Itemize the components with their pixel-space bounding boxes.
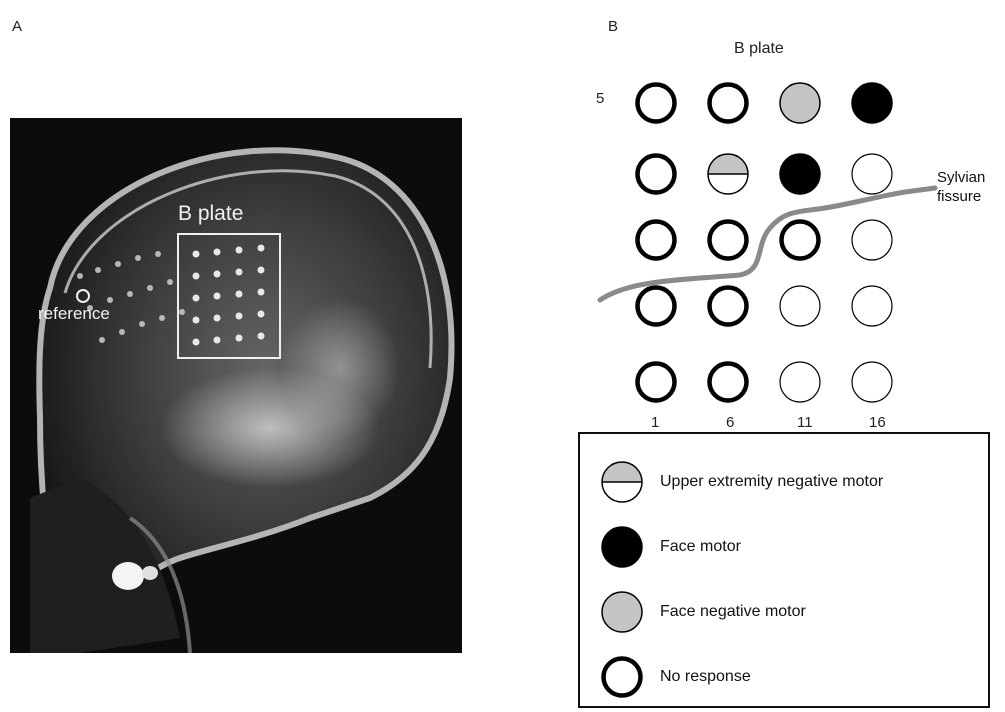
electrode-r5-c3 <box>780 362 820 402</box>
sylvian-label-line1: Sylvian <box>937 168 985 187</box>
legend-swatch-face-motor <box>598 524 646 570</box>
electrode-r2-c3 <box>780 154 820 194</box>
grid-title: B plate <box>734 40 784 58</box>
panel-b-letter: B <box>608 18 618 35</box>
electrode-r2-c2 <box>708 154 748 194</box>
sylvian-label-line2: fissure <box>937 187 985 206</box>
electrode-r5-c1 <box>638 364 675 401</box>
electrode-r2-c1 <box>638 156 675 193</box>
legend-swatch-upper-extremity <box>598 459 646 505</box>
column-label-11: 11 <box>797 414 813 431</box>
legend-item-face-negative-motor: Face negative motor <box>598 589 806 635</box>
electrode-r4-c1 <box>638 288 675 325</box>
electrode-r4-c4 <box>852 286 892 326</box>
skull-xray-drawing <box>10 118 462 653</box>
electrode-r3-c2 <box>710 222 747 259</box>
panel-a-letter: A <box>12 18 22 35</box>
electrode-r3-c3 <box>782 222 819 259</box>
column-label-1: 1 <box>651 414 659 431</box>
legend-swatch-face-negative-motor <box>598 589 646 635</box>
legend-label-face-motor: Face motor <box>660 538 741 556</box>
legend-label-upper-extremity: Upper extremity negative motor <box>660 473 883 491</box>
electrode-r1-c3 <box>780 83 820 123</box>
skull-xray-image: B plate reference <box>10 118 462 653</box>
electrode-r1-c4 <box>852 83 892 123</box>
electrode-r3-c4 <box>852 220 892 260</box>
column-label-6: 6 <box>726 414 734 431</box>
legend-swatch-no-response <box>598 654 646 700</box>
electrode-r4-c2 <box>710 288 747 325</box>
electrode-r2-c4 <box>852 154 892 194</box>
column-label-16: 16 <box>869 414 886 431</box>
electrode-r5-c4 <box>852 362 892 402</box>
b-plate-label: B plate <box>178 202 243 226</box>
legend-item-face-motor: Face motor <box>598 524 741 570</box>
electrode-r1-c1 <box>638 85 675 122</box>
legend-label-no-response: No response <box>660 668 751 686</box>
sylvian-fissure-label: Sylvian fissure <box>937 168 985 206</box>
electrode-r3-c1 <box>638 222 675 259</box>
electrode-grid <box>590 70 1005 420</box>
legend-item-no-response: No response <box>598 654 751 700</box>
electrode-r4-c3 <box>780 286 820 326</box>
legend-label-face-negative-motor: Face negative motor <box>660 603 806 621</box>
reference-label: reference <box>38 304 110 324</box>
legend-item-upper-extremity: Upper extremity negative motor <box>598 459 883 505</box>
legend-box: Upper extremity negative motor Face moto… <box>578 432 990 708</box>
electrode-r1-c2 <box>710 85 747 122</box>
electrode-r5-c2 <box>710 364 747 401</box>
